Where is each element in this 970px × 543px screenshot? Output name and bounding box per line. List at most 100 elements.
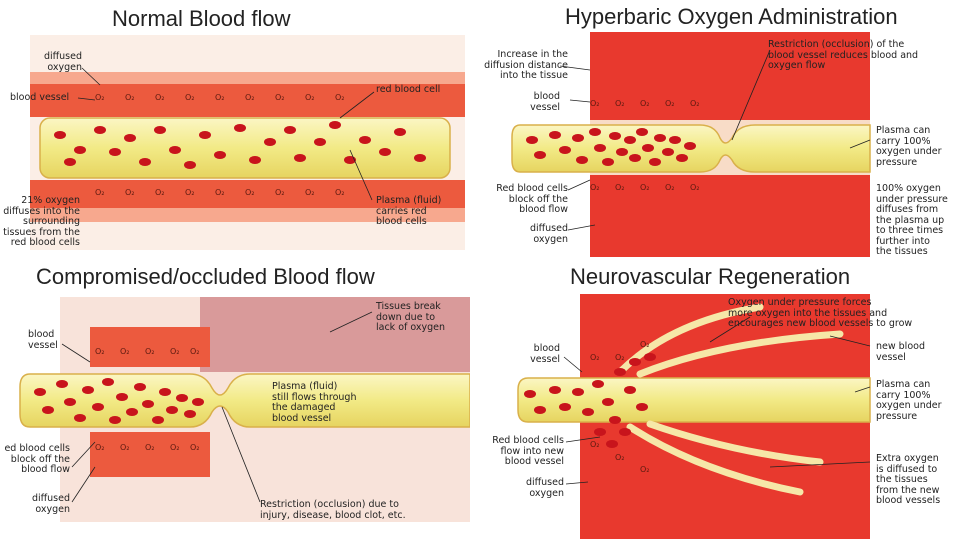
label-oxygen-pressure: Oxygen under pressure forces more oxygen… bbox=[728, 297, 913, 329]
panel-title: Normal Blood flow bbox=[112, 6, 291, 31]
svg-text:O₂: O₂ bbox=[215, 93, 225, 102]
svg-text:O₂: O₂ bbox=[170, 347, 180, 356]
svg-text:O₂: O₂ bbox=[590, 183, 600, 192]
leader-lines bbox=[559, 49, 871, 231]
label-rbc-block: Red blood cells block off the blood flow bbox=[496, 183, 568, 215]
svg-text:O₂: O₂ bbox=[590, 353, 600, 362]
svg-text:O₂: O₂ bbox=[155, 93, 165, 102]
o2-row-lower: O₂ O₂ O₂ bbox=[590, 440, 650, 474]
svg-text:O₂: O₂ bbox=[640, 99, 650, 108]
red-blood-cells bbox=[54, 121, 426, 169]
label-plasma: Plasma (fluid) still flows through the d… bbox=[272, 381, 357, 424]
svg-text:O₂: O₂ bbox=[170, 443, 180, 452]
leader-lines bbox=[61, 311, 373, 503]
svg-text:O₂: O₂ bbox=[335, 188, 345, 197]
svg-text:O₂: O₂ bbox=[640, 465, 650, 474]
label-rbc-flow: Red blood cells flow into new blood vess… bbox=[492, 435, 564, 467]
red-blood-cell-cluster bbox=[524, 353, 656, 448]
svg-text:O₂: O₂ bbox=[215, 188, 225, 197]
label-extra-oxygen: Extra oxygen is diffused to the tissues … bbox=[876, 453, 941, 506]
label-blood-vessel: blood vessel bbox=[530, 343, 560, 365]
svg-text:O₂: O₂ bbox=[95, 443, 105, 452]
svg-text:O₂: O₂ bbox=[590, 440, 600, 449]
o2-row-upper: O₂ O₂ O₂ O₂ O₂ bbox=[95, 347, 200, 356]
label-restriction: Restriction (occlusion) of the blood ves… bbox=[768, 39, 919, 71]
svg-text:O₂: O₂ bbox=[145, 347, 155, 356]
panel-title: Hyperbaric Oxygen Administration bbox=[565, 4, 898, 29]
damaged-tissue bbox=[200, 297, 470, 372]
label-plasma: Plasma can carry 100% oxygen under press… bbox=[876, 379, 942, 422]
label-blood-vessel: blood vessel bbox=[28, 329, 58, 351]
label-tissues-break: Tissues break down due to lack of oxygen bbox=[376, 301, 446, 333]
panel-title: Neurovascular Regeneration bbox=[570, 264, 851, 289]
label-restriction: Restriction (occlusion) due to injury, d… bbox=[260, 499, 406, 521]
svg-text:O₂: O₂ bbox=[305, 188, 315, 197]
normal-vessel-illustration: O₂ O₂ O₂ O₂ O₂ O₂ O₂ O₂ O₂ O₂ O₂ O₂ O₂ O₂ O₂ O₂ O₂ O… bbox=[30, 35, 465, 250]
svg-text:O₂: O₂ bbox=[665, 183, 675, 192]
regeneration-vessel-illustration: O₂ O₂ O₂ O₂ O₂ O₂ bbox=[517, 294, 871, 539]
label-diffusion-distance: Increase in the diffusion distance into … bbox=[484, 49, 568, 81]
svg-text:O₂: O₂ bbox=[125, 93, 135, 102]
svg-text:O₂: O₂ bbox=[155, 188, 165, 197]
label-diffused-oxygen: diffused oxygen bbox=[525, 477, 564, 499]
label-diffused-oxygen: diffused oxygen bbox=[43, 51, 82, 73]
plasma-channel bbox=[517, 377, 871, 423]
svg-text:O₂: O₂ bbox=[690, 99, 700, 108]
label-diffused-oxygen: diffused oxygen bbox=[529, 223, 568, 245]
hyperbaric-vessel-illustration: O₂ O₂ O₂ O₂ O₂ O₂ O₂ O₂ O₂ O₂ bbox=[511, 32, 871, 257]
svg-text:O₂: O₂ bbox=[245, 93, 255, 102]
svg-text:O₂: O₂ bbox=[615, 453, 625, 462]
label-plasma: Plasma (fluid) carries red blood cells bbox=[376, 195, 442, 227]
label-blood-vessel: blood vessel bbox=[10, 92, 70, 103]
svg-text:O₂: O₂ bbox=[335, 93, 345, 102]
label-new-vessel: new blood vessel bbox=[876, 341, 925, 363]
label-plasma: Plasma can carry 100% oxygen under press… bbox=[876, 125, 942, 168]
svg-text:O₂: O₂ bbox=[185, 188, 195, 197]
o2-row-lower: O₂ O₂ O₂ O₂ O₂ O₂ O₂ O₂ O₂ bbox=[95, 188, 345, 197]
svg-text:O₂: O₂ bbox=[185, 93, 195, 102]
svg-text:O₂: O₂ bbox=[145, 443, 155, 452]
compromised-vessel-illustration: O₂ O₂ O₂ O₂ O₂ O₂ O₂ O₂ O₂ O₂ bbox=[19, 297, 470, 522]
svg-text:O₂: O₂ bbox=[640, 183, 650, 192]
svg-text:O₂: O₂ bbox=[190, 347, 200, 356]
o2-row-upper: O₂ O₂ O₂ O₂ O₂ O₂ O₂ O₂ O₂ bbox=[95, 93, 345, 102]
svg-text:O₂: O₂ bbox=[305, 93, 315, 102]
plasma-channel bbox=[19, 373, 470, 428]
red-blood-cell-cluster bbox=[526, 128, 696, 166]
svg-text:O₂: O₂ bbox=[590, 99, 600, 108]
o2-row-lower: O₂ O₂ O₂ O₂ O₂ bbox=[95, 443, 200, 452]
svg-text:O₂: O₂ bbox=[95, 93, 105, 102]
panel-title: Compromised/occluded Blood flow bbox=[36, 264, 375, 289]
svg-text:O₂: O₂ bbox=[120, 443, 130, 452]
red-blood-cell-cluster bbox=[34, 378, 204, 424]
label-red-blood-cell: red blood cell bbox=[376, 84, 441, 95]
svg-text:O₂: O₂ bbox=[615, 99, 625, 108]
svg-text:O₂: O₂ bbox=[275, 93, 285, 102]
panel-normal-blood-flow: Normal Blood flow O₂ O₂ O₂ O₂ O₂ O₂ O₂ O₂ O₂ bbox=[0, 0, 465, 262]
svg-text:O₂: O₂ bbox=[665, 99, 675, 108]
o2-row-upper: O₂ O₂ O₂ bbox=[590, 340, 650, 362]
label-diffused-oxygen: diffused oxygen bbox=[31, 493, 70, 515]
svg-text:O₂: O₂ bbox=[690, 183, 700, 192]
svg-text:O₂: O₂ bbox=[640, 340, 650, 349]
leader-lines bbox=[563, 316, 871, 485]
svg-text:O₂: O₂ bbox=[120, 347, 130, 356]
label-blood-vessel: blood vessel bbox=[530, 91, 560, 113]
svg-text:O₂: O₂ bbox=[190, 443, 200, 452]
svg-text:O₂: O₂ bbox=[245, 188, 255, 197]
svg-text:O₂: O₂ bbox=[95, 188, 105, 197]
svg-text:O₂: O₂ bbox=[125, 188, 135, 197]
svg-text:O₂: O₂ bbox=[615, 353, 625, 362]
label-rbc-block: ed blood cells block off the blood flow bbox=[4, 443, 70, 475]
svg-text:O₂: O₂ bbox=[275, 188, 285, 197]
label-oxygen-100: 100% oxygen under pressure diffuses from… bbox=[876, 183, 948, 257]
svg-text:O₂: O₂ bbox=[95, 347, 105, 356]
label-oxygen-21: 21% oxygen diffuses into the surrounding… bbox=[3, 195, 80, 248]
leader-lines bbox=[77, 67, 375, 201]
svg-text:O₂: O₂ bbox=[615, 183, 625, 192]
o2-row-lower: O₂ O₂ O₂ O₂ O₂ bbox=[590, 183, 700, 192]
o2-row-upper: O₂ O₂ O₂ O₂ O₂ bbox=[590, 99, 700, 108]
